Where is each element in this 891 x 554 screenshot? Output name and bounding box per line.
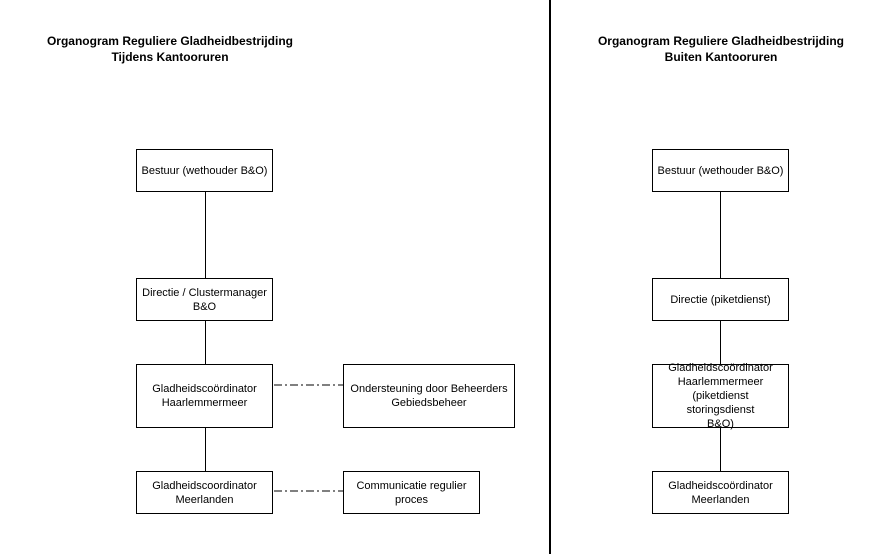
box-bestuur-right-label: Bestuur (wethouder B&O): [657, 164, 784, 177]
box-directie-right-label: Directie (piketdienst): [670, 293, 771, 306]
box-directie-left: Directie / Clustermanager B&O: [136, 278, 273, 321]
box-coordinator-meerlanden-left: Gladheidscoordinator Meerlanden: [136, 471, 273, 514]
box-coordinator-meerlanden-right-label: Gladheidscoördinator Meerlanden: [668, 479, 773, 506]
connector-directie-coordinator-left: [205, 321, 206, 364]
box-ondersteuning-label: Ondersteuning door Beheerders Gebiedsbeh…: [350, 383, 508, 409]
panel-divider: [549, 0, 551, 554]
box-directie-right: Directie (piketdienst): [652, 278, 789, 321]
box-coordinator-haarlemmermeer-right-label: Gladheidscoördinator Haarlemmermeer (pik…: [668, 362, 773, 430]
box-coordinator-haarlemmermeer-left: Gladheidscoördinator Haarlemmermeer: [136, 364, 273, 428]
left-org-chart-title: Organogram Reguliere Gladheidbestrijding…: [0, 33, 340, 65]
connector-directie-coordinator-right: [720, 321, 721, 364]
connector-coordinator-meerlanden-right: [720, 428, 721, 471]
box-coordinator-haarlemmermeer-left-label: Gladheidscoördinator Haarlemmermeer: [152, 383, 257, 409]
box-directie-left-label: Directie / Clustermanager B&O: [142, 286, 267, 313]
connector-bestuur-directie-left: [205, 192, 206, 278]
box-coordinator-meerlanden-right: Gladheidscoördinator Meerlanden: [652, 471, 789, 514]
left-title-text: Organogram Reguliere Gladheidbestrijding…: [46, 34, 294, 64]
box-ondersteuning: Ondersteuning door Beheerders Gebiedsbeh…: [343, 364, 515, 428]
box-coordinator-haarlemmermeer-right: Gladheidscoördinator Haarlemmermeer (pik…: [652, 362, 789, 430]
right-org-chart-title: Organogram Reguliere Gladheidbestrijding…: [551, 33, 891, 65]
box-bestuur-right: Bestuur (wethouder B&O): [652, 149, 789, 192]
box-bestuur-left-label: Bestuur (wethouder B&O): [141, 164, 268, 177]
box-communicatie: Communicatie regulier proces: [343, 471, 480, 514]
box-coordinator-meerlanden-left-label: Gladheidscoordinator Meerlanden: [152, 479, 257, 506]
box-bestuur-left: Bestuur (wethouder B&O): [136, 149, 273, 192]
right-title-text: Organogram Reguliere Gladheidbestrijding…: [597, 34, 845, 64]
connector-bestuur-directie-right: [720, 192, 721, 278]
box-communicatie-label: Communicatie regulier proces: [356, 479, 467, 506]
connector-coordinator-meerlanden-left: [205, 428, 206, 471]
